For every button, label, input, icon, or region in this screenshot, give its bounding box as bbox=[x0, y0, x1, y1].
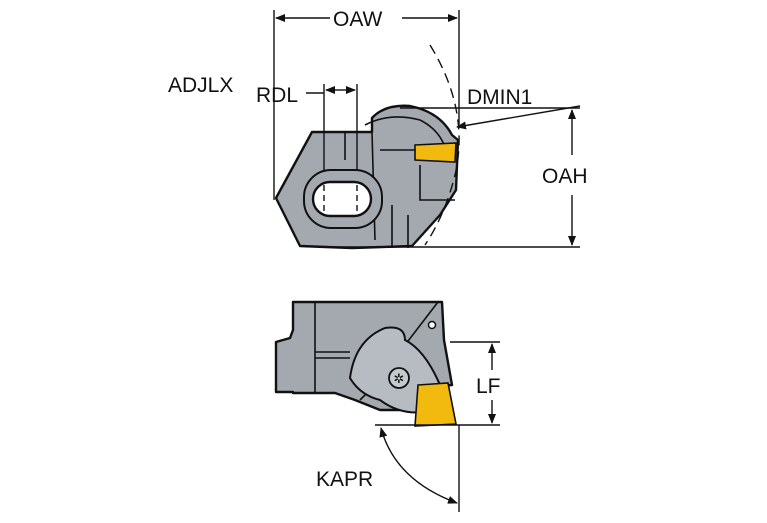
insert-side bbox=[414, 382, 457, 427]
lf-label: LF bbox=[476, 375, 501, 398]
dmin1-leader bbox=[456, 105, 581, 130]
insert-top bbox=[414, 142, 457, 163]
clamp-outline bbox=[364, 116, 447, 151]
screw bbox=[388, 367, 410, 389]
top-view: OAW ADJLX RDL DMIN1 OAH bbox=[168, 8, 588, 250]
side-details bbox=[314, 301, 439, 401]
adjustment-slot bbox=[311, 180, 373, 218]
dmin1-arc bbox=[424, 44, 460, 246]
bottom-view: ✲ LF KAPR bbox=[274, 300, 501, 512]
oaw-label: OAW bbox=[333, 8, 383, 31]
oah-label: OAH bbox=[542, 165, 588, 188]
pin-hole bbox=[427, 320, 437, 330]
adjlx-label: ADJLX bbox=[168, 74, 233, 97]
dmin1-label: DMIN1 bbox=[467, 86, 532, 109]
torx-icon: ✲ bbox=[394, 372, 405, 387]
rdl-label: RDL bbox=[256, 84, 298, 107]
kapr-label: KAPR bbox=[316, 468, 373, 491]
kapr-arc bbox=[379, 427, 458, 504]
